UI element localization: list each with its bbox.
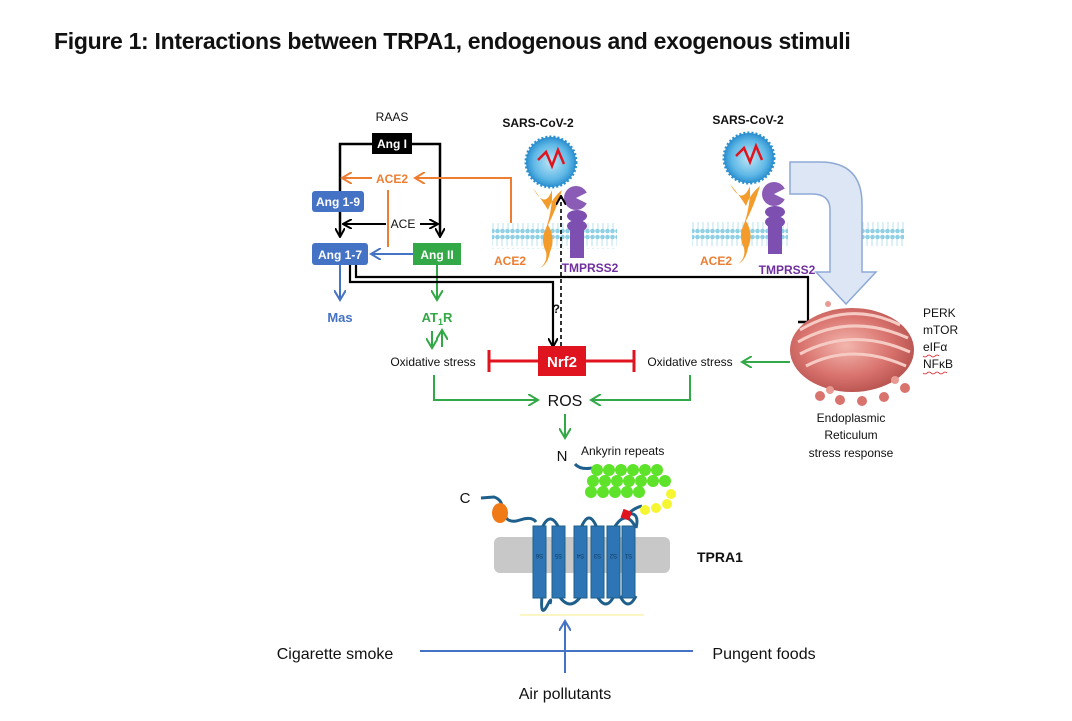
ankyrin-bead — [635, 475, 647, 487]
er-caption-line-2: Reticulum — [824, 428, 877, 442]
nrf2-label: Nrf2 — [547, 354, 577, 371]
ankyrin-repeats-icon — [585, 464, 671, 498]
er-marker-mtor: mTOR — [923, 323, 958, 337]
oxidative-stress-left: Oxidative stress — [390, 355, 475, 369]
ace2-receptor-right-icon — [730, 184, 760, 264]
n-terminal-tail — [573, 462, 593, 470]
stimulus-cigarette-smoke: Cigarette smoke — [277, 646, 394, 663]
nrf2-node: Nrf2 — [538, 346, 586, 376]
ankyrin-bead — [633, 486, 645, 498]
c-terminus-label: C — [460, 490, 471, 507]
segment-s3: S3 — [590, 525, 605, 599]
raas-label: RAAS — [376, 110, 409, 124]
ankyrin-repeats-label: Ankyrin repeats — [581, 444, 664, 458]
yellow-domain — [640, 489, 676, 515]
ankyrin-bead — [627, 464, 639, 476]
ankyrin-bead — [609, 486, 621, 498]
ace2-receptor-left-icon — [533, 188, 562, 268]
er-marker-eifa: eIFα — [923, 340, 947, 354]
ang17-to-nrf2-line — [348, 265, 553, 346]
virus-to-er-arrow — [789, 161, 878, 306]
ox-left-to-ros-arrow — [433, 375, 537, 400]
er-caption-line-1: Endoplasmic — [817, 411, 886, 425]
svg-text:S3: S3 — [593, 552, 601, 558]
ankyrin-bead — [647, 475, 659, 487]
ankyrin-bead — [603, 464, 615, 476]
svg-text:S4: S4 — [576, 552, 584, 558]
membrane-left — [492, 223, 617, 249]
stimulus-air-pollutants: Air pollutants — [519, 686, 612, 703]
virus-left-icon — [524, 135, 578, 189]
ang17-label: Ang 1-7 — [318, 248, 362, 262]
virus-right-label: SARS-CoV-2 — [712, 113, 784, 127]
segment-s4: S4 — [573, 525, 588, 599]
transmembrane-segments: S6 S5 S4 S3 S2 S1 — [532, 525, 636, 599]
figure-title: Figure 1: Interactions between TRPA1, en… — [54, 28, 851, 54]
ang19-node: Ang 1-9 — [312, 191, 364, 212]
ang17-to-er-line — [354, 265, 810, 322]
ang2-label: Ang II — [420, 248, 453, 262]
ankyrin-bead — [621, 486, 633, 498]
svg-text:S5: S5 — [554, 552, 562, 558]
trpa1-label: TPRA1 — [697, 549, 743, 565]
unknown-link-question: ? — [553, 302, 560, 316]
ang1-node: Ang I — [372, 133, 412, 154]
segment-s2: S2 — [606, 525, 621, 599]
tmprss2-right-icon — [762, 182, 790, 254]
nrf2-inhibit-right — [586, 350, 636, 372]
nrf2-inhibit-left — [487, 350, 538, 372]
ankyrin-bead — [587, 475, 599, 487]
stimulus-pungent-foods: Pungent foods — [712, 646, 815, 663]
ankyrin-bead — [639, 464, 651, 476]
n-terminus-label: N — [557, 448, 568, 465]
membrane-right-b — [862, 222, 904, 247]
oxidative-stress-right: Oxidative stress — [647, 355, 732, 369]
svg-text:S1: S1 — [624, 552, 632, 558]
ros-label: ROS — [548, 393, 583, 410]
segment-s5: S5 — [551, 525, 566, 599]
ankyrin-bead — [597, 486, 609, 498]
ankyrin-bead — [599, 475, 611, 487]
er-caption-line-3: stress response — [809, 446, 894, 460]
virus-left-label: SARS-CoV-2 — [502, 116, 574, 130]
c-terminal-domain — [492, 503, 508, 523]
ankyrin-bead — [651, 464, 663, 476]
virus-right-icon — [722, 131, 776, 185]
tmprss2-left-icon — [564, 186, 592, 258]
er-marker-perk: PERK — [923, 306, 956, 320]
c-terminal-tail — [480, 495, 538, 523]
ang2-node: Ang II — [413, 243, 461, 265]
ankyrin-bead — [659, 475, 671, 487]
ankyrin-bead — [585, 486, 597, 498]
ang1-label: Ang I — [377, 137, 407, 151]
er-marker-nfkb: NFκB — [923, 357, 953, 371]
ace-enzyme-label: ACE — [391, 217, 416, 231]
ankyrin-bead — [591, 464, 603, 476]
segment-s6: S6 — [532, 525, 547, 599]
svg-text:S2: S2 — [609, 552, 617, 558]
ang17-node: Ang 1-7 — [312, 243, 368, 265]
segment-s1: S1 — [621, 525, 636, 599]
ankyrin-bead — [611, 475, 623, 487]
ace2-left-label: ACE2 — [494, 254, 526, 268]
svg-text:S6: S6 — [535, 552, 543, 558]
mas-label: Mas — [327, 310, 352, 325]
ankyrin-bead — [623, 475, 635, 487]
tmprss2-left-label: TMPRSS2 — [562, 261, 619, 275]
ankyrin-bead — [615, 464, 627, 476]
ang19-label: Ang 1-9 — [316, 195, 360, 209]
at1r-label: AT1R — [422, 310, 453, 327]
ox-right-to-ros-arrow — [592, 375, 691, 400]
ace2-enzyme-label: ACE2 — [376, 172, 408, 186]
endoplasmic-reticulum-icon — [790, 301, 914, 406]
ace2-right-label: ACE2 — [700, 254, 732, 268]
reactive-cysteine-site — [620, 508, 633, 521]
ace2-receptor-to-raas-line — [416, 178, 512, 245]
er-marker-list: PERK mTOR eIFα NFκB — [922, 306, 958, 375]
tmprss2-right-label: TMPRSS2 — [759, 263, 816, 277]
